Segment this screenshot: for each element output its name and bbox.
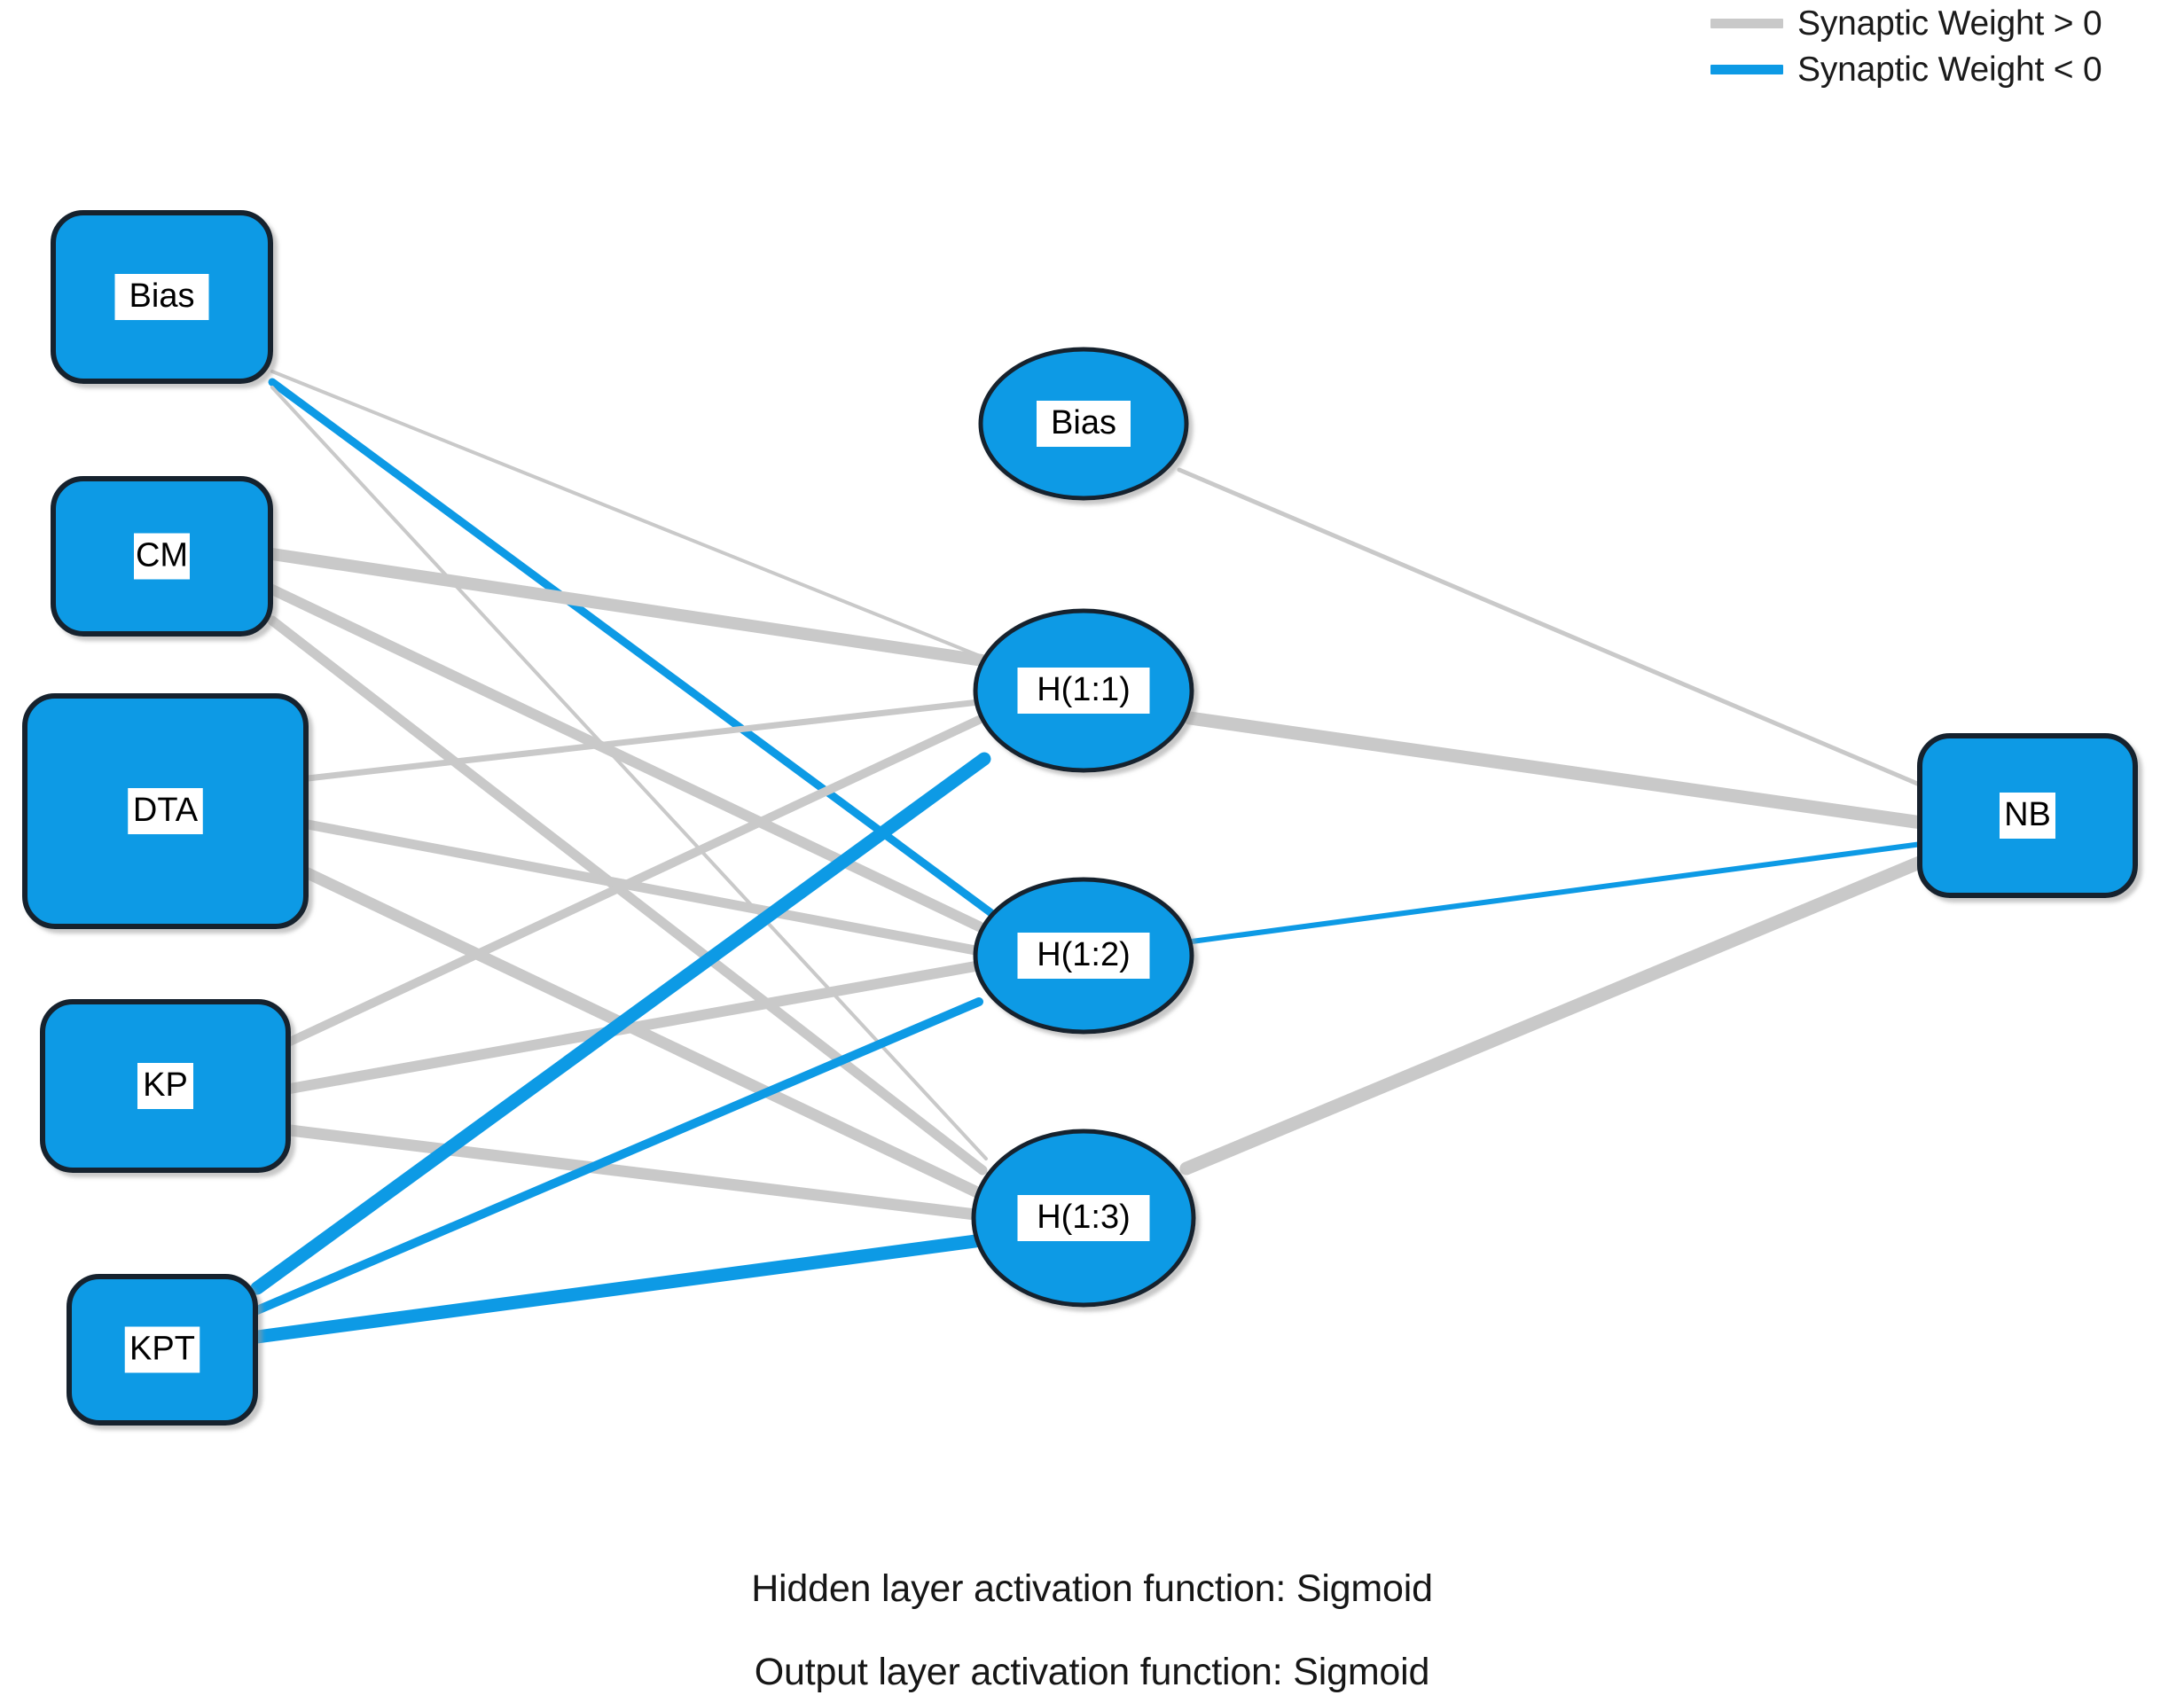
node-h2[interactable]: H(1:2)	[973, 877, 1194, 1035]
edge-in-dta-to-h3	[301, 867, 983, 1199]
edge-h-bias-to-out-nb	[1177, 467, 1924, 788]
edge-in-cm-to-h3	[267, 615, 988, 1176]
node-label-h3: H(1:3)	[1017, 1195, 1150, 1241]
node-h3[interactable]: H(1:3)	[971, 1129, 1196, 1308]
legend-item-negative: Synaptic Weight < 0	[1710, 46, 2172, 92]
node-in-bias[interactable]: Bias	[51, 210, 273, 384]
node-label-h-bias: Bias	[1037, 401, 1131, 447]
node-label-text-h1: H(1:1)	[1037, 671, 1131, 708]
node-label-text-h2: H(1:2)	[1037, 936, 1131, 973]
node-in-kp[interactable]: KP	[40, 999, 291, 1173]
hidden-activation-caption: Hidden layer activation function: Sigmoi…	[751, 1567, 1433, 1610]
node-label-in-cm: CM	[134, 533, 190, 580]
edge-in-dta-to-h1	[304, 699, 982, 782]
node-label-text-in-dta: DTA	[133, 792, 199, 829]
node-h-bias[interactable]: Bias	[978, 347, 1189, 501]
edge-in-bias-to-h2	[268, 378, 996, 918]
edge-in-kp-to-h2	[285, 961, 981, 1094]
node-label-in-dta: DTA	[128, 788, 203, 834]
node-in-cm[interactable]: CM	[51, 476, 273, 637]
legend: Synaptic Weight > 0 Synaptic Weight < 0	[1710, 0, 2172, 92]
node-in-dta[interactable]: DTA	[22, 693, 309, 929]
edge-in-kpt-to-h1	[250, 752, 991, 1295]
edge-in-bias-to-h1	[270, 370, 986, 660]
node-label-h2: H(1:2)	[1017, 933, 1150, 979]
legend-label-positive: Synaptic Weight > 0	[1797, 4, 2102, 43]
node-label-in-kp: KP	[137, 1063, 193, 1109]
edge-in-bias-to-h3	[270, 386, 988, 1160]
node-label-text-in-kpt: KPT	[129, 1331, 195, 1368]
node-label-text-h3: H(1:3)	[1037, 1199, 1131, 1236]
edge-in-cm-to-h2	[267, 584, 984, 932]
node-label-in-kpt: KPT	[124, 1326, 200, 1373]
node-label-text-h-bias: Bias	[1051, 404, 1116, 441]
legend-label-negative: Synaptic Weight < 0	[1797, 50, 2102, 89]
node-h1[interactable]: H(1:1)	[973, 608, 1194, 773]
edge-in-cm-to-h1	[266, 548, 989, 667]
node-label-text-out-nb: NB	[2004, 796, 2051, 833]
node-label-in-bias: Bias	[114, 274, 209, 320]
node-label-text-in-bias: Bias	[129, 277, 195, 315]
node-label-out-nb: NB	[2000, 793, 2055, 839]
output-activation-caption: Output layer activation function: Sigmoi…	[754, 1651, 1430, 1693]
edge-in-kpt-to-h3	[250, 1234, 982, 1344]
positive-weight-swatch	[1710, 18, 1783, 28]
node-label-text-in-cm: CM	[136, 537, 188, 574]
legend-item-positive: Synaptic Weight > 0	[1710, 0, 2172, 46]
edge-layer	[250, 370, 1929, 1344]
negative-weight-swatch	[1710, 64, 1783, 74]
node-label-text-in-kp: KP	[143, 1066, 188, 1104]
node-in-kpt[interactable]: KPT	[67, 1274, 258, 1426]
node-out-nb[interactable]: NB	[1917, 733, 2138, 898]
edge-h1-to-out-nb	[1183, 711, 1929, 830]
edge-in-dta-to-h2	[302, 819, 981, 956]
edge-in-kp-to-h1	[286, 715, 983, 1046]
edge-h2-to-out-nb	[1189, 841, 1924, 944]
edge-in-kpt-to-h2	[253, 997, 983, 1315]
edge-in-kp-to-h3	[284, 1124, 982, 1221]
node-label-h1: H(1:1)	[1017, 668, 1150, 714]
edge-h3-to-out-nb	[1179, 855, 1929, 1176]
